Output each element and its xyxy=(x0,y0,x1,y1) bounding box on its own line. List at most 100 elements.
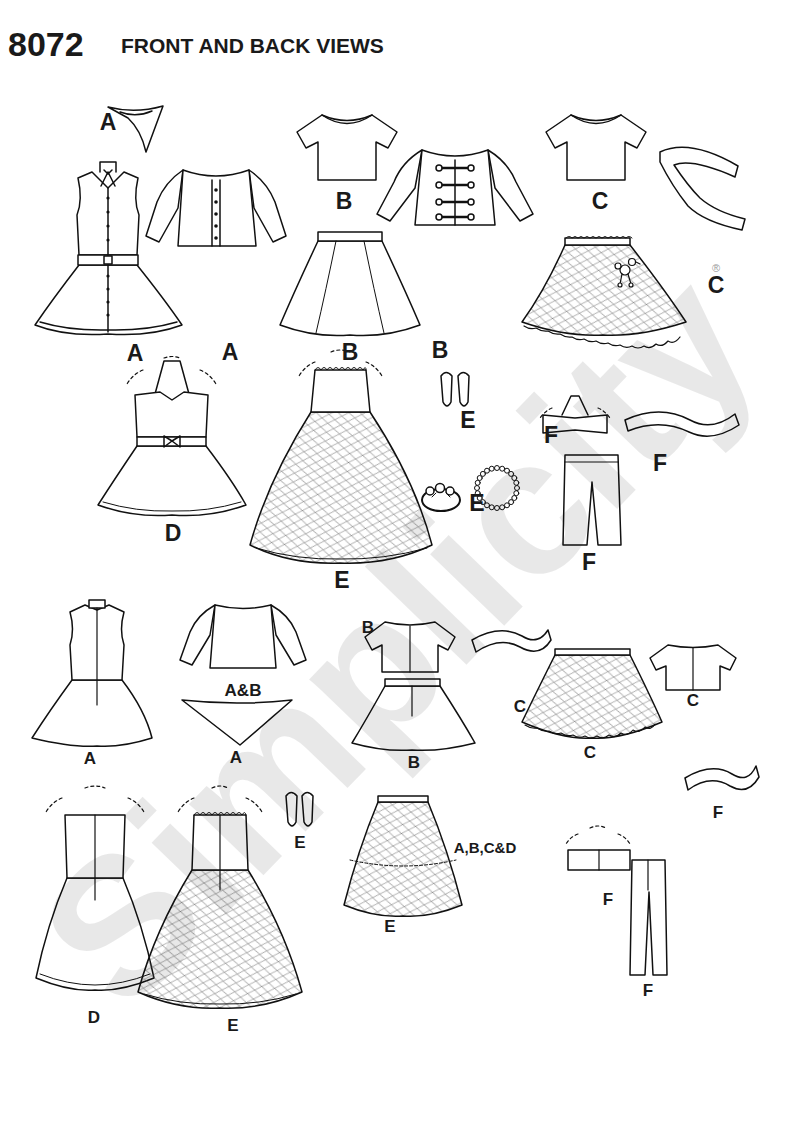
jacket-a-part xyxy=(146,170,183,242)
view-letter: F xyxy=(544,424,558,447)
top-b xyxy=(297,115,397,180)
top-b-part xyxy=(297,115,397,180)
gloves-e xyxy=(441,373,469,407)
top-b-part xyxy=(322,115,372,124)
jacket-b-part-part xyxy=(468,199,474,205)
skirt-c-back xyxy=(522,649,662,738)
view-letter: A xyxy=(230,749,242,766)
pattern-number: 8072 xyxy=(8,27,84,61)
view-letter: D xyxy=(165,522,182,545)
view-letter: D xyxy=(88,1009,100,1026)
view-letter: C xyxy=(592,190,609,213)
dress-a-back-part xyxy=(89,600,105,608)
skirt-b-front-part xyxy=(280,241,420,336)
dress-a-front-part xyxy=(78,255,138,265)
view-letter: E xyxy=(227,1017,238,1034)
jacket-b-part-part xyxy=(436,199,442,205)
jacket-b-part xyxy=(488,150,533,221)
view-letter: A xyxy=(100,111,117,134)
pants-f-back-part xyxy=(647,860,648,890)
poodle-skirt-c-part xyxy=(566,237,632,239)
jacket-a-part-part xyxy=(214,200,218,204)
pants-f-back-part xyxy=(630,860,667,975)
poodle-skirt-c-part xyxy=(565,238,630,245)
skirt-b-front-part xyxy=(318,232,382,241)
dress-d-back-part xyxy=(85,786,105,788)
dress-a-front-part-part xyxy=(106,300,109,303)
view-letter: A&B xyxy=(225,682,262,699)
view-letter: F xyxy=(582,551,596,574)
pants-f-back xyxy=(630,860,667,975)
gloves-e-part xyxy=(441,373,452,407)
dress-a-front-part-part xyxy=(106,196,109,199)
dress-d-front xyxy=(98,357,246,516)
dress-d-front-part xyxy=(137,437,206,446)
view-letter: C xyxy=(687,692,699,709)
jacket-b xyxy=(377,150,533,225)
dress-a-front-part-part xyxy=(106,224,109,227)
dress-a-front-part-part xyxy=(106,238,109,241)
dress-d-front-part xyxy=(155,361,189,394)
dress-d-front-part xyxy=(135,392,208,437)
skirt-c-back-part xyxy=(522,655,662,738)
view-letter: F xyxy=(643,982,653,999)
jacket-b-part xyxy=(440,168,470,217)
view-letter: F xyxy=(713,804,723,821)
view-letter: E xyxy=(384,918,395,935)
top-c xyxy=(546,115,646,180)
jacket-b-part xyxy=(377,150,422,221)
jacket-a-part-part xyxy=(214,236,218,240)
dress-a-front-part-part xyxy=(106,210,109,213)
halter-top-f-back xyxy=(566,826,630,870)
dress-d-front-part xyxy=(164,357,180,359)
dress-e-front-part xyxy=(311,370,370,412)
view-letter: F xyxy=(653,452,667,475)
skirt-c-back-part xyxy=(525,724,655,738)
skirt-b-front-part xyxy=(316,241,384,333)
gloves-e-part xyxy=(458,373,469,407)
jacket-b-part-part xyxy=(436,214,442,220)
jacket-a xyxy=(146,170,286,246)
view-letter: B xyxy=(362,619,374,636)
sash-c xyxy=(660,147,745,230)
dress-a-front-part-part xyxy=(106,313,109,316)
top-c-back xyxy=(650,645,736,690)
view-letter: E xyxy=(334,569,349,592)
jacket-b-part-part xyxy=(436,182,442,188)
dress-a-front-part xyxy=(107,188,109,332)
jacket-a-part xyxy=(212,180,220,246)
view-letter: C xyxy=(708,274,725,297)
dress-a-back-part xyxy=(96,608,97,705)
jacket-back-part xyxy=(180,605,215,665)
dress-a-back-part xyxy=(32,680,152,746)
jacket-a-part-part xyxy=(214,224,218,228)
view-letter: E xyxy=(460,409,475,432)
dress-a-front-part xyxy=(100,162,116,172)
jacket-b-part-part xyxy=(468,165,474,171)
watermark: Simplicity xyxy=(8,241,788,1039)
dress-a-front xyxy=(35,162,182,335)
view-letter: E xyxy=(294,834,305,851)
halter-top-f-back-part xyxy=(568,850,630,870)
jacket-b-part xyxy=(415,150,495,225)
dress-a-front-part xyxy=(106,196,109,316)
dress-a-front-part-part xyxy=(106,287,109,290)
dress-d-front-part xyxy=(103,502,241,511)
view-letter: E xyxy=(469,492,484,515)
view-letter: A,B,C&D xyxy=(454,840,517,855)
jacket-a-part-part xyxy=(214,212,218,216)
view-letter: B xyxy=(336,190,353,213)
sash-f-back-part xyxy=(685,766,759,790)
jacket-a-part-part xyxy=(214,188,218,192)
view-letter: B xyxy=(432,339,449,362)
dress-d-front-part xyxy=(98,446,246,516)
dress-a-front-part-part xyxy=(106,274,109,277)
jacket-b-part-part xyxy=(468,214,474,220)
top-c-back-part xyxy=(650,645,736,690)
view-letter: C xyxy=(514,698,526,715)
top-c-part xyxy=(571,115,621,124)
sash-c-part xyxy=(660,147,745,230)
heading: FRONT AND BACK VIEWS xyxy=(121,35,384,56)
halter-top-f-back-part xyxy=(598,850,599,870)
dress-a-front-part xyxy=(101,170,115,186)
